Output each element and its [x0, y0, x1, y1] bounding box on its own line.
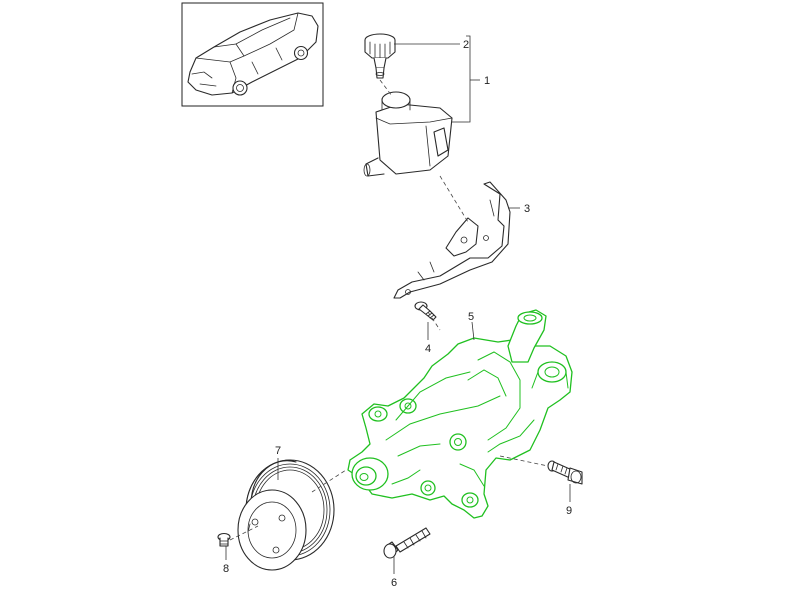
part-3-mounting-bracket[interactable] [393, 181, 511, 299]
callout-5[interactable]: 5 [468, 311, 474, 323]
callout-8[interactable]: 8 [223, 563, 229, 575]
part-4-bracket-bolt[interactable] [414, 301, 437, 321]
part-1-reservoir-tank[interactable] [363, 91, 453, 177]
part-6-pump-mounting-bolt[interactable] [383, 527, 431, 559]
part-9-pump-bolt[interactable] [547, 460, 583, 485]
callout-leaders [225, 35, 571, 574]
assembly-lines [229, 79, 549, 541]
callout-7[interactable]: 7 [275, 445, 281, 457]
part-8-pulley-bolt[interactable] [217, 532, 231, 547]
callout-9[interactable]: 9 [566, 505, 572, 517]
callout-6[interactable]: 6 [391, 577, 397, 589]
callout-2[interactable]: 2 [463, 39, 469, 51]
part-5-power-steering-pump[interactable] [347, 309, 573, 519]
car-illustration-icon [187, 12, 319, 96]
part-2-reservoir-cap[interactable] [364, 33, 396, 79]
callout-3[interactable]: 3 [524, 203, 530, 215]
callout-1[interactable]: 1 [484, 75, 490, 87]
callout-labels: 1 2 3 4 5 6 7 8 9 [223, 39, 572, 589]
part-7-drive-pulley[interactable] [237, 459, 335, 571]
callout-4[interactable]: 4 [425, 343, 431, 355]
vehicle-thumbnail [181, 2, 324, 107]
